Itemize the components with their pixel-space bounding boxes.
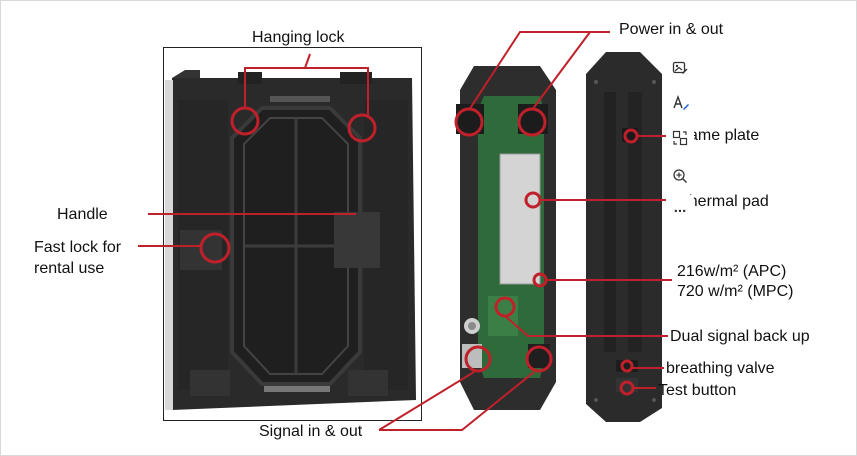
label-thermal-pad: Thermal pad: [679, 193, 769, 210]
label-breathing-valve: breathing valve: [666, 360, 775, 377]
cabinet-open-illustration: [456, 66, 556, 410]
cabinet-side-illustration: [586, 52, 662, 422]
label-power-mpc: 720 w/m² (MPC): [677, 283, 794, 300]
callout-signal-right: [525, 345, 553, 373]
label-test-button: Test button: [658, 382, 737, 399]
label-name-plate: ame plate: [689, 127, 760, 144]
image-edit-icon[interactable]: [666, 55, 694, 81]
label-hanging-lock: Hanging lock: [252, 29, 345, 46]
text-edit-icon[interactable]: [666, 90, 694, 116]
zoom-in-icon[interactable]: [666, 163, 694, 189]
label-signal-in-out: Signal in & out: [259, 423, 363, 440]
callout-hanging-lock-right: [347, 113, 377, 143]
more-icon[interactable]: ...: [666, 195, 694, 221]
callout-breathing-valve: [620, 359, 634, 373]
label-dual-signal: Dual signal back up: [670, 328, 810, 345]
callout-signal-left: [464, 345, 492, 373]
label-power-apc: 216w/m² (APC): [677, 263, 787, 280]
label-fast-lock-line1: Fast lock for: [34, 239, 122, 256]
callout-markers: [199, 106, 639, 396]
callout-fast-lock: [199, 232, 231, 264]
leader-lines: [138, 31, 676, 431]
swap-icon[interactable]: [666, 125, 694, 151]
label-handle: Handle: [57, 206, 108, 223]
label-fast-lock-line2: rental use: [34, 260, 105, 277]
cabinet-rear-illustration: [165, 70, 416, 410]
label-power-in-out: Power in & out: [619, 21, 724, 38]
